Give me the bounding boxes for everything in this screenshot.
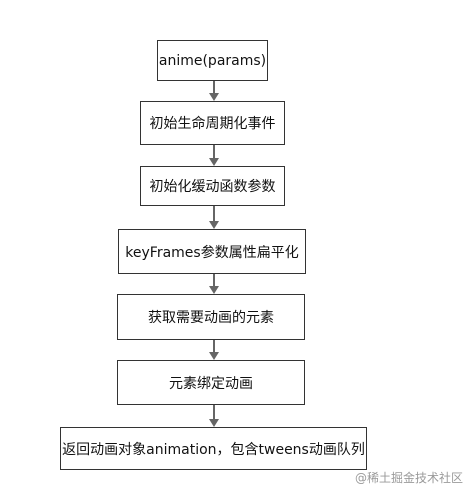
arrow-1-2 [209,81,219,101]
arrowhead-icon [209,93,219,101]
arrow-line [213,206,215,221]
arrowhead-icon [209,286,219,294]
arrow-line [213,274,215,286]
flow-step-anime-params: anime(params) [157,40,268,81]
arrowhead-icon [209,158,219,166]
arrow-3-4 [209,206,219,229]
arrow-5-6 [209,340,219,360]
flow-step-return-animation: 返回动画对象animation，包含tweens动画队列 [60,427,367,470]
arrow-6-7 [209,405,219,427]
flow-step-init-lifecycle: 初始生命周期化事件 [140,101,285,145]
flow-step-get-elements: 获取需要动画的元素 [117,294,305,340]
watermark-text: @稀土掘金技术社区 [354,471,463,485]
arrowhead-icon [209,419,219,427]
flow-step-keyframes-flatten: keyFrames参数属性扁平化 [118,229,306,274]
arrow-2-3 [209,145,219,166]
arrowhead-icon [209,221,219,229]
arrowhead-icon [209,352,219,360]
arrow-line [213,405,215,419]
arrow-4-5 [209,274,219,294]
flow-step-bind-animation: 元素绑定动画 [117,360,305,405]
flow-step-init-easing: 初始化缓动函数参数 [140,166,285,206]
arrow-line [213,340,215,352]
arrow-line [213,145,215,158]
arrow-line [213,81,215,93]
